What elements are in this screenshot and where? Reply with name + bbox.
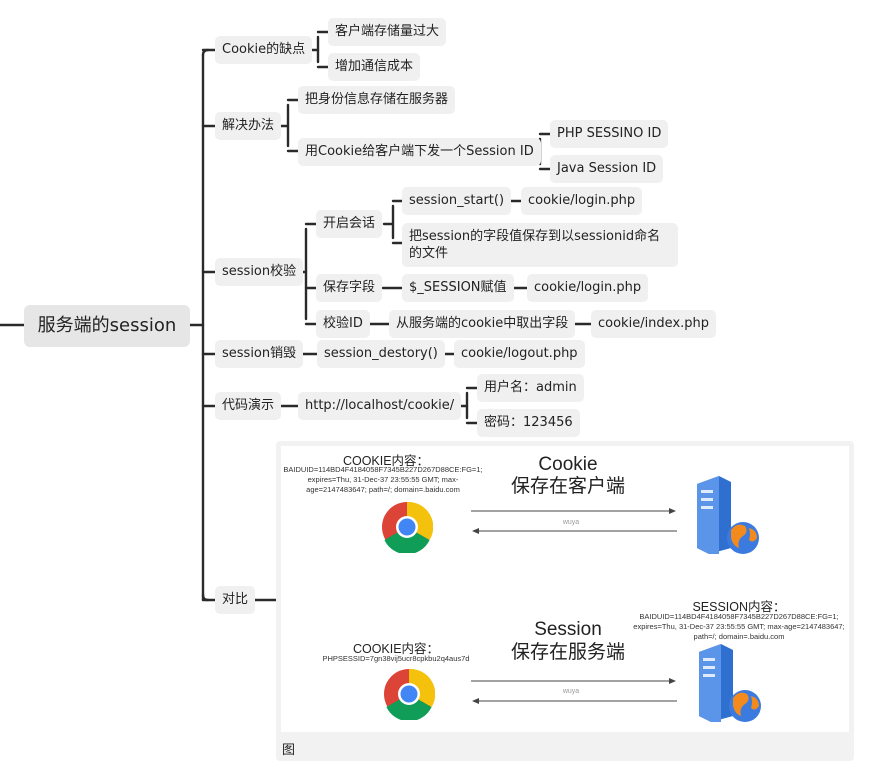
- top-heading-client: 保存在客户端: [510, 476, 625, 497]
- session-destroy-node[interactable]: session销毁: [215, 340, 304, 368]
- index-php-node[interactable]: cookie/index.php: [591, 310, 717, 338]
- php-session-id-node[interactable]: PHP SESSINO ID: [550, 120, 669, 148]
- solution-node[interactable]: 解决办法: [215, 112, 282, 140]
- session-assign-node[interactable]: $_SESSION赋值: [402, 274, 514, 302]
- session-content-title: SESSION内容：: [692, 600, 786, 614]
- save-session-file-node[interactable]: 把session的字段值保存到以sessionid命名的文件: [402, 223, 678, 267]
- java-session-id-node[interactable]: Java Session ID: [550, 155, 664, 183]
- top-arrows: [471, 508, 677, 534]
- login-php-node-2[interactable]: cookie/login.php: [527, 274, 649, 302]
- demo-password-node[interactable]: 密码：123456: [477, 409, 580, 437]
- code-demo-node[interactable]: 代码演示: [215, 392, 282, 420]
- demo-username-node[interactable]: 用户名：admin: [477, 374, 584, 402]
- compare-image: COOKIE内容： BAIDUID=114BD4F4184058F7345B22…: [281, 446, 849, 732]
- open-session-node[interactable]: 开启会话: [316, 210, 383, 238]
- figure-caption: 图: [282, 743, 296, 758]
- chrome-icon: [382, 501, 433, 553]
- logout-php-node[interactable]: cookie/logout.php: [454, 340, 585, 368]
- bottom-cookie-value: PHPSESSID=7gn38vij5ucr8cpkbu2q4aus7d: [322, 654, 470, 663]
- session-check-node[interactable]: session校验: [215, 258, 304, 286]
- cookie-cons-node[interactable]: Cookie的缺点: [215, 36, 313, 64]
- demo-url-node[interactable]: http://localhost/cookie/: [298, 392, 462, 420]
- bottom-cookie-title: COOKIE内容：: [352, 642, 440, 656]
- root-node[interactable]: 服务端的session: [24, 305, 190, 347]
- top-watermark: wuya: [562, 519, 580, 526]
- compare-node[interactable]: 对比: [215, 586, 256, 614]
- login-php-node-1[interactable]: cookie/login.php: [521, 187, 643, 215]
- session-start-node[interactable]: session_start(): [402, 187, 512, 215]
- solution-server-storage-node[interactable]: 把身份信息存储在服务器: [298, 86, 456, 114]
- bottom-watermark: wuya: [562, 688, 580, 695]
- top-cookie-title: COOKIE内容：: [342, 454, 430, 468]
- bottom-heading-server: 保存在服务端: [510, 642, 625, 663]
- cookie-con-traffic-node[interactable]: 增加通信成本: [328, 53, 421, 81]
- bottom-heading-session: Session: [534, 619, 602, 640]
- solution-session-id-node[interactable]: 用Cookie给客户端下发一个Session ID: [298, 138, 541, 166]
- verify-desc-node[interactable]: 从服务端的cookie中取出字段: [389, 310, 576, 338]
- server-icon: [697, 476, 759, 554]
- compare-figure[interactable]: COOKIE内容： BAIDUID=114BD4F4184058F7345B22…: [276, 441, 854, 761]
- session-content-value: BAIDUID=114BD4F4184058F7345B227D267D88CE…: [633, 612, 845, 641]
- save-field-node[interactable]: 保存字段: [316, 274, 383, 302]
- top-cookie-value: BAIDUID=114BD4F4184058F7345B227D267D88CE…: [283, 465, 483, 494]
- chrome-icon: [384, 668, 435, 720]
- server-icon: [699, 644, 761, 722]
- cookie-con-storage-node[interactable]: 客户端存储量过大: [328, 18, 447, 46]
- top-heading-cookie: Cookie: [538, 454, 598, 475]
- bottom-arrows: [471, 678, 677, 704]
- session-destory-fn-node[interactable]: session_destory(): [317, 340, 445, 368]
- verify-id-node[interactable]: 校验ID: [316, 310, 370, 338]
